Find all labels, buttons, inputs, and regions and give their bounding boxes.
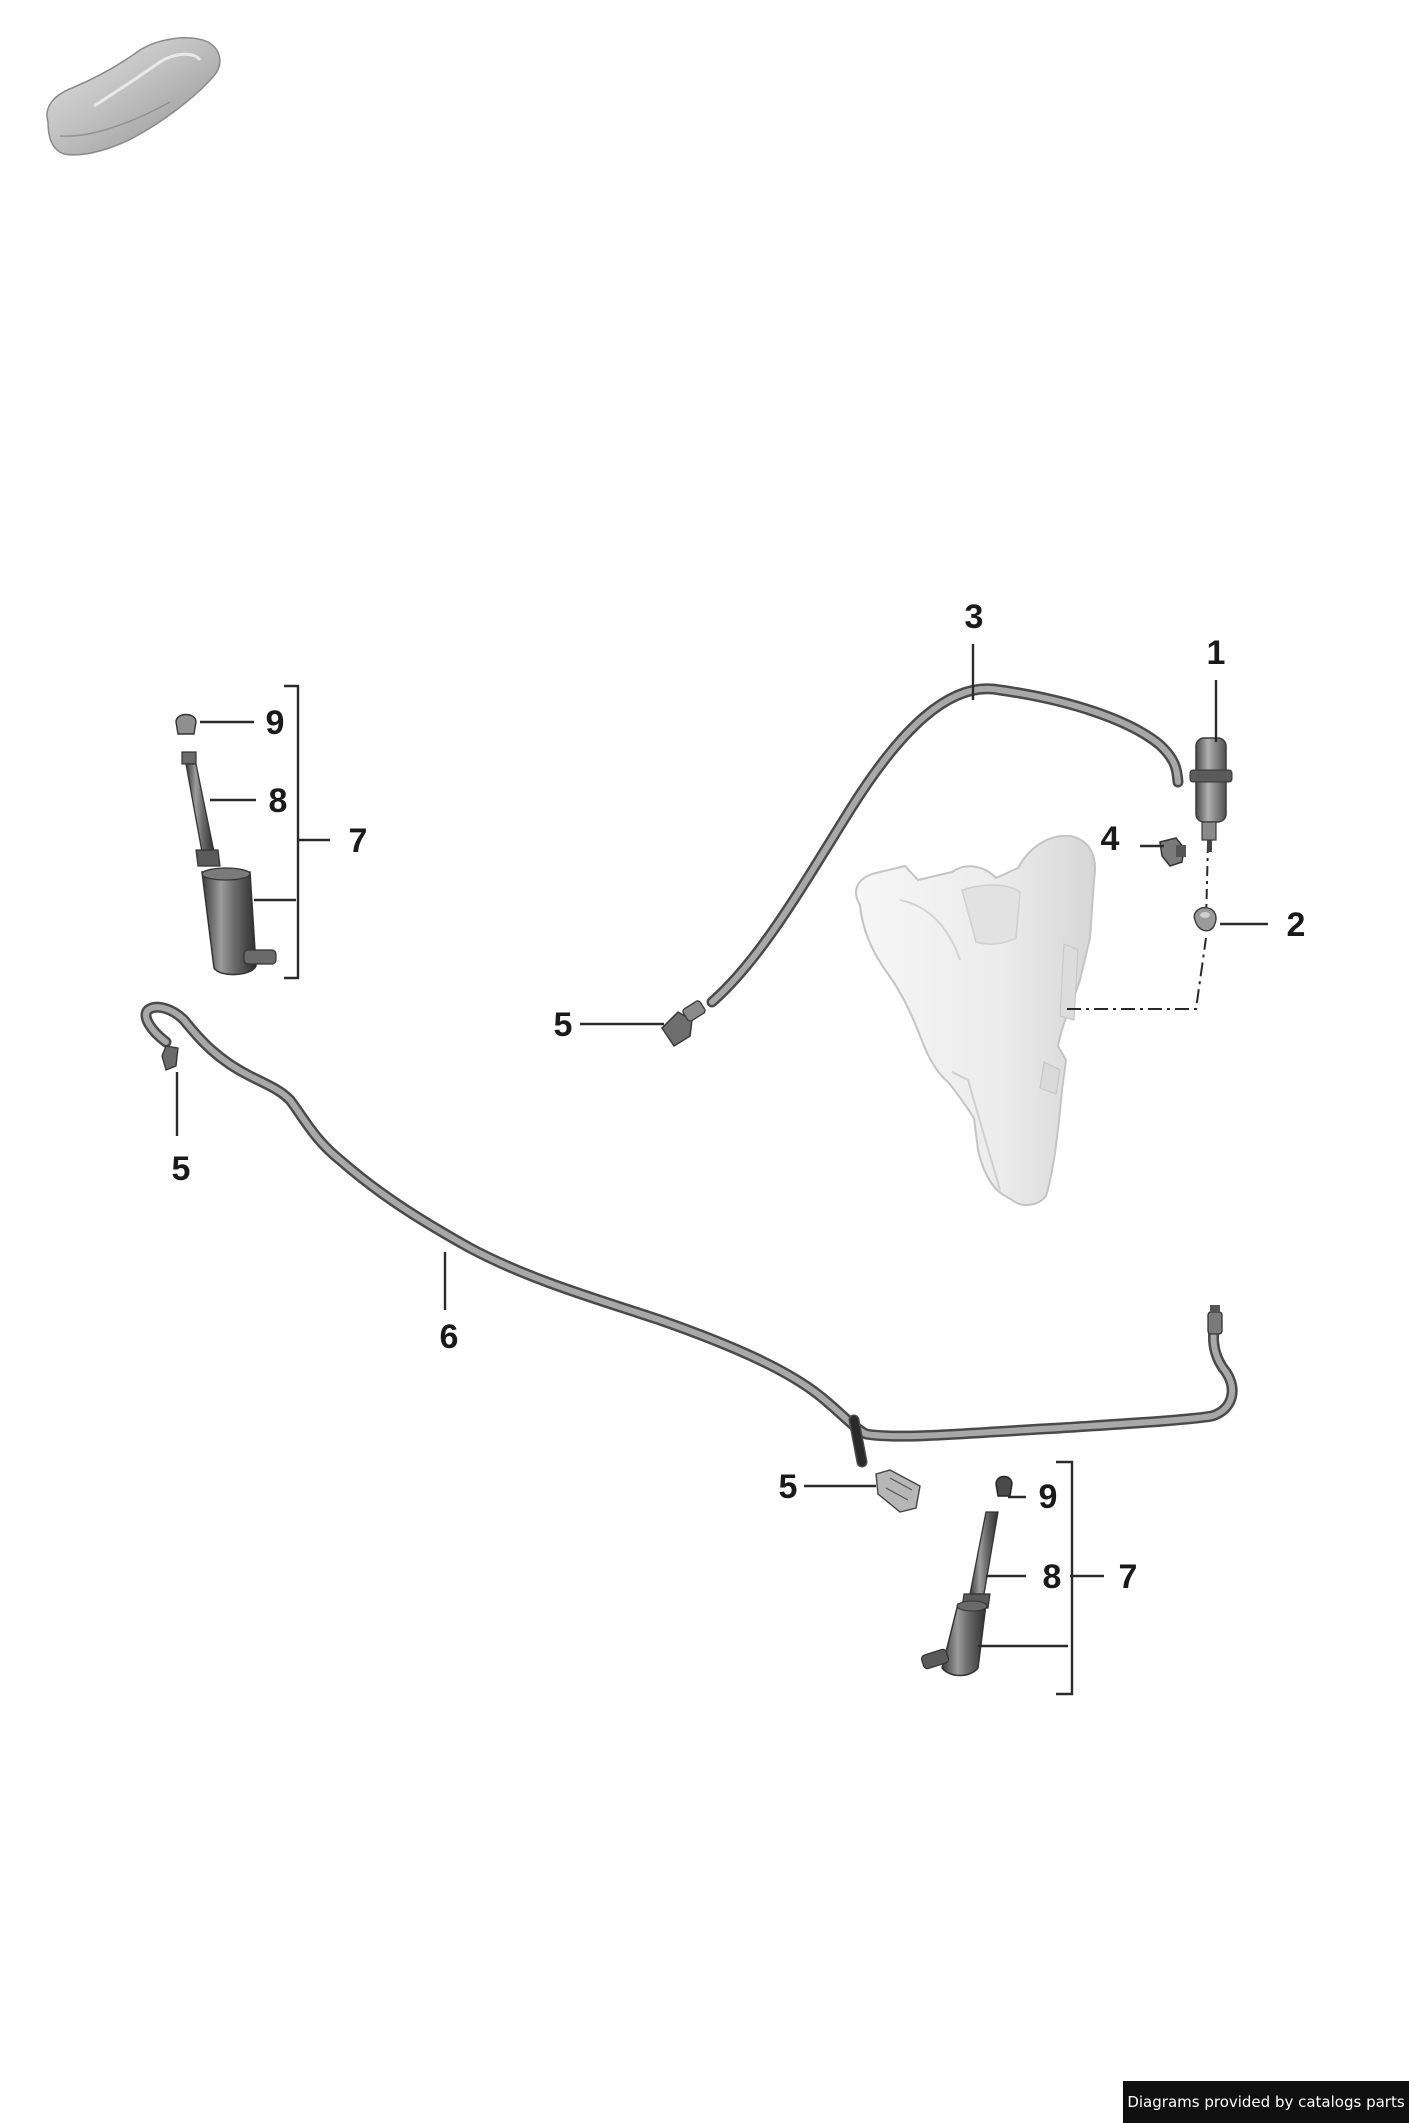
- callout-hose-long: 6: [440, 1318, 459, 1356]
- washer-reservoir-tank: [855, 834, 1096, 1206]
- callout-nozzle-left: 8: [269, 782, 288, 820]
- car-thumbnail-icon: [46, 37, 221, 156]
- hose-long: [140, 1001, 1238, 1468]
- assembly-line: [1067, 841, 1209, 1010]
- grommet: [1193, 906, 1217, 932]
- check-valve: [1159, 837, 1186, 867]
- callout-grommet: 2: [1287, 906, 1306, 944]
- washer-pump: [1189, 737, 1233, 852]
- callout-cap-left: 9: [266, 704, 285, 742]
- connector-upper: [661, 1000, 706, 1048]
- bracket-right: [1056, 1460, 1074, 1696]
- callout-connector-lower: 5: [779, 1468, 798, 1506]
- connector-lower: [875, 1469, 921, 1513]
- hose-upper: [706, 683, 1184, 1008]
- bracket-left: [284, 684, 300, 980]
- callout-washer-assembly-right: 7: [1119, 1558, 1138, 1596]
- callout-valve: 4: [1101, 820, 1120, 858]
- credit-text: Diagrams provided by catalogs parts: [1127, 2093, 1405, 2111]
- connector-left: [161, 1045, 179, 1071]
- callout-nozzle-right: 8: [1043, 1558, 1062, 1596]
- callout-connector-upper: 5: [554, 1006, 573, 1044]
- callout-cap-right: 9: [1039, 1478, 1058, 1516]
- callout-hose-upper: 3: [965, 598, 984, 636]
- callout-pump: 1: [1207, 634, 1226, 672]
- credit-badge: Diagrams provided by catalogs parts: [1123, 2081, 1409, 2123]
- washer-assembly-right: [920, 1475, 1013, 1677]
- callout-washer-assembly-left: 7: [349, 822, 368, 860]
- leader-lines: [175, 644, 1268, 1648]
- washer-assembly-left: [175, 713, 277, 976]
- callout-connector-left: 5: [172, 1150, 191, 1188]
